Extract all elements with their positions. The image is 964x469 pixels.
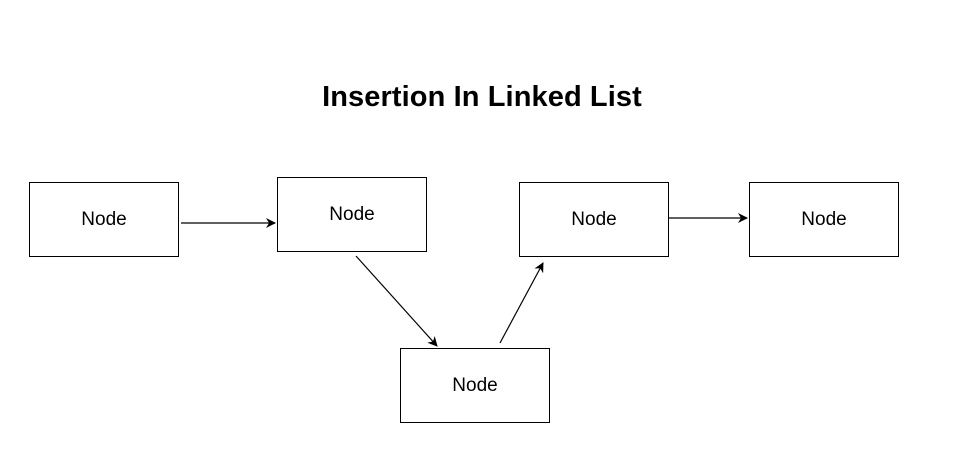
node-label: Node	[452, 374, 498, 396]
node-label: Node	[81, 208, 127, 230]
node-box-4: Node	[749, 182, 899, 257]
node-label: Node	[801, 208, 847, 230]
edge-node5-to-node3	[499, 262, 544, 344]
diagram-title: Insertion In Linked List	[322, 81, 642, 113]
node-label: Node	[571, 208, 617, 230]
node-box-3: Node	[519, 182, 669, 257]
node-box-1: Node	[29, 182, 179, 257]
node-label: Node	[329, 203, 375, 225]
node-box-inserted: Node	[400, 348, 550, 423]
node-box-2: Node	[277, 177, 427, 252]
edge-node2-to-node5	[355, 255, 438, 347]
